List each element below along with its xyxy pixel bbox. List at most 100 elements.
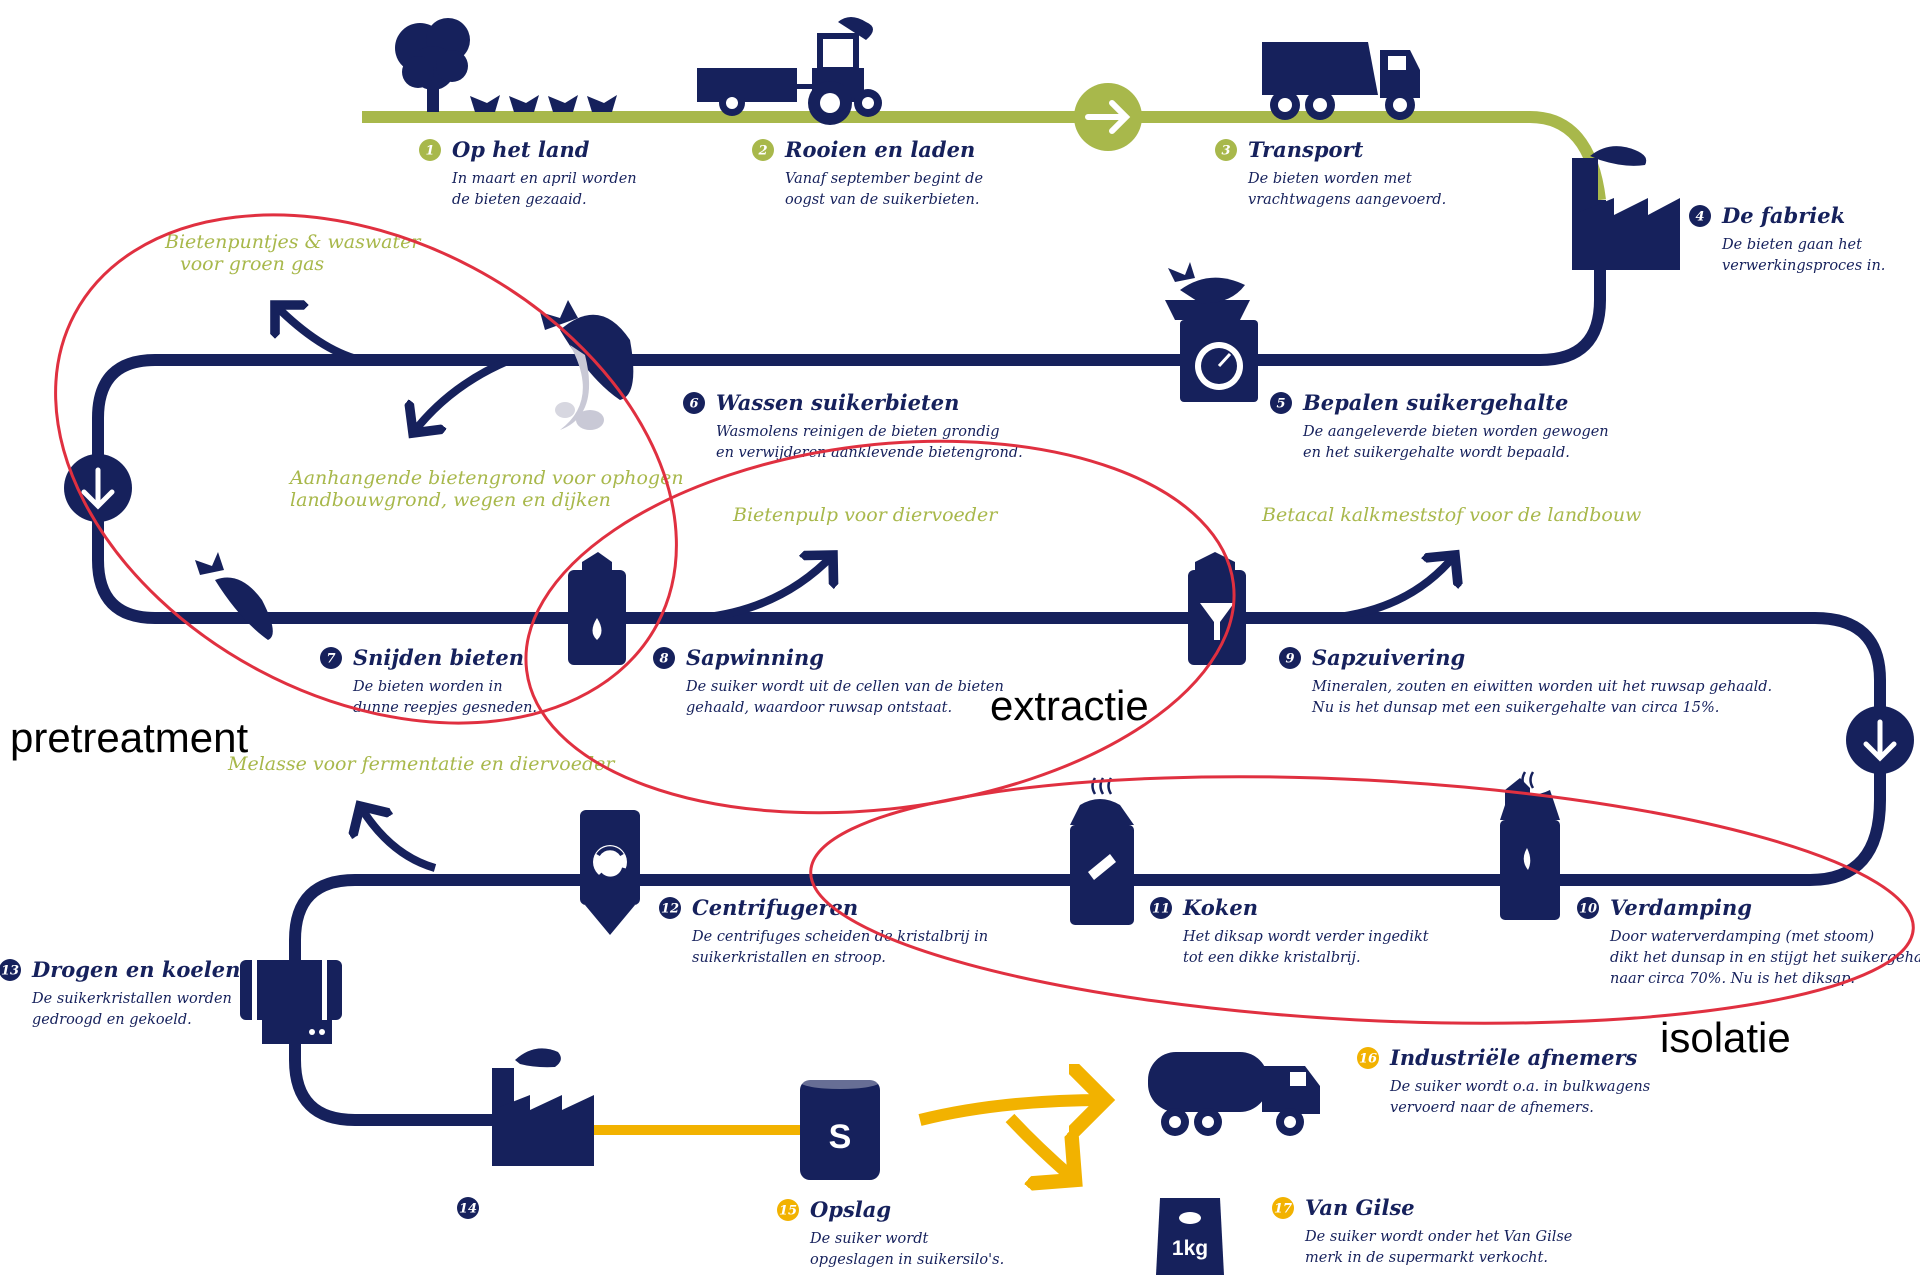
step-description: Wasmolens reinigen de bieten grondig — [716, 424, 1000, 440]
step-description: de bieten gezaaid. — [452, 192, 587, 208]
step-number-badge — [1272, 1197, 1294, 1219]
factory-icon — [492, 1048, 594, 1166]
byproduct-pulp-label: Bietenpulp voor diervoeder — [732, 504, 999, 526]
step-number: 9 — [1285, 652, 1294, 667]
distribution-arrow — [918, 1100, 1105, 1120]
step-number-badge — [1215, 139, 1237, 161]
soil-arrow — [413, 356, 512, 433]
betacal-arrow — [1329, 555, 1455, 622]
step-1: 1 Op het land In maart en april worden de b… — [419, 137, 637, 208]
purification-silo-icon — [1188, 552, 1246, 665]
step-number: 8 — [659, 652, 668, 667]
step-number-badge — [1689, 205, 1711, 227]
step-description: dunne reepjes gesneden. — [353, 700, 537, 716]
sugar-bag-icon: 1kg — [1156, 1198, 1224, 1275]
step-number: 17 — [1274, 1202, 1292, 1217]
extraction-silo-icon — [568, 552, 626, 665]
step-number: 7 — [326, 652, 335, 667]
pretreatment-ellipse — [54, 213, 678, 725]
step-description: De suiker wordt uit de cellen van de bie… — [685, 679, 1004, 695]
step-number-badge — [752, 139, 774, 161]
step-number: 16 — [1359, 1052, 1377, 1067]
byproduct-biogas-label: Bietenpuntjes & waswater voor groen gas — [164, 231, 427, 275]
step-description: vervoerd naar de afnemers. — [1390, 1100, 1594, 1116]
step-number: 10 — [1579, 902, 1597, 917]
step-number-badge — [1357, 1047, 1379, 1069]
step-description: dikt het dunsap in en stijgt het suikerg… — [1610, 950, 1920, 966]
step-description: De suiker wordt — [809, 1231, 928, 1247]
sprout-icon — [470, 95, 617, 112]
step-number: 11 — [1152, 902, 1170, 917]
molasses-arrow — [360, 806, 437, 872]
step-title: Drogen en koelen — [31, 957, 240, 982]
byproduct-betacal-label: Betacal kalkmeststof voor de landbouw — [1261, 504, 1641, 526]
tanker-truck-icon — [1148, 1052, 1320, 1136]
step-title: Snijden bieten — [353, 645, 524, 670]
sugar-silo-icon: S — [800, 1075, 880, 1180]
step-number-badge — [683, 392, 705, 414]
isolation-ellipse — [809, 775, 1915, 1025]
step-description: In maart en april worden — [451, 171, 637, 187]
step-title: Opslag — [810, 1197, 891, 1222]
pretreatment-annotation: pretreatment — [10, 714, 248, 761]
step-description: De aangeleverde bieten worden gewogen — [1302, 424, 1609, 440]
step-number-badge — [1577, 897, 1599, 919]
step-description: Door waterverdamping (met stoom) — [1609, 929, 1874, 945]
step-description: en het suikergehalte wordt bepaald. — [1303, 445, 1570, 461]
step-labels: 1 Op het land In maart en april worden de b… — [0, 137, 1920, 1268]
step-number: 2 — [757, 144, 767, 159]
step-description: Vanaf september begint de — [785, 171, 983, 187]
navy-flow-line — [92, 200, 1886, 1126]
factory-icon — [1572, 146, 1680, 270]
step-description: De suikerkristallen worden — [31, 991, 232, 1007]
distribution-arrow-branch — [1005, 1113, 1075, 1180]
direction-down-icon — [64, 454, 132, 522]
cooking-silo-icon — [1070, 777, 1134, 925]
step-description: De bieten gaan het — [1721, 237, 1862, 253]
centrifuge-icon — [580, 810, 640, 935]
step-description: Nu is het dunsap met een suikergehalte v… — [1311, 700, 1719, 716]
direction-arrow-icon — [1074, 83, 1142, 151]
dump-truck-icon — [1262, 42, 1420, 120]
step-number: 3 — [1221, 144, 1230, 159]
step-description: gedroogd en gekoeld. — [32, 1012, 192, 1028]
step-number: 1 — [425, 144, 434, 159]
step-description: gehaald, waardoor ruwsap ontstaat. — [686, 700, 952, 716]
step-description: oogst van de suikerbieten. — [785, 192, 979, 208]
step-title: Transport — [1248, 137, 1364, 162]
step-number-badge — [653, 647, 675, 669]
step-description: en verwijderen aanklevende bietengrond. — [716, 445, 1023, 461]
step-number-badge — [419, 139, 441, 161]
step-number-badge — [1279, 647, 1301, 669]
step-17: 17 Van Gilse De suiker wordt onder het Van… — [1272, 1195, 1572, 1266]
step-number-badge — [659, 897, 681, 919]
dryer-drum-icon — [240, 958, 342, 1044]
step-14: 14 — [457, 1197, 479, 1219]
step-number: 6 — [689, 397, 698, 412]
washing-beet-icon — [540, 300, 634, 430]
step-title: Verdamping — [1610, 895, 1752, 920]
step-title: Van Gilse — [1305, 1195, 1415, 1220]
step-description: Het diksap wordt verder ingedikt — [1182, 929, 1429, 945]
extraction-ellipse — [524, 439, 1236, 815]
step-title: Op het land — [452, 137, 590, 162]
cutting-beet-icon — [195, 552, 273, 640]
step-description: De suiker wordt onder het Van Gilse — [1304, 1229, 1572, 1245]
step-number-badge — [777, 1199, 799, 1221]
step-number-badge — [320, 647, 342, 669]
step-description: De bieten worden in — [352, 679, 503, 695]
direction-down-icon — [1846, 706, 1914, 774]
tractor-icon — [697, 17, 882, 125]
step-number-badge — [1150, 897, 1172, 919]
step-number: 4 — [1695, 210, 1704, 225]
biogas-arrow — [275, 305, 362, 364]
